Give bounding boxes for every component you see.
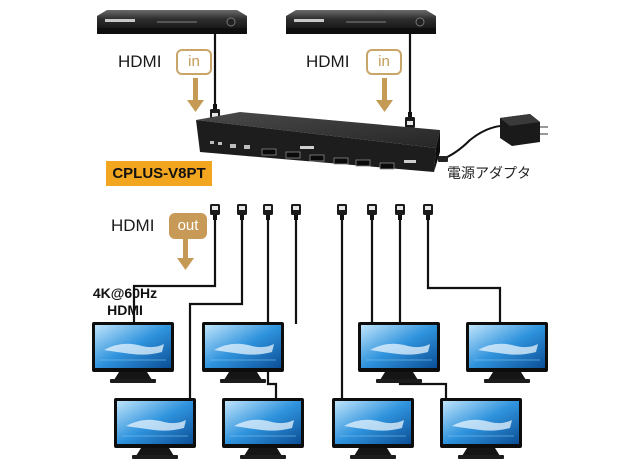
output-arrow: [177, 238, 194, 270]
hdmi-splitter-icon: [196, 112, 440, 172]
hdmi-in-left-label: HDMI: [118, 52, 162, 71]
out-tag: out: [169, 213, 207, 239]
output-cables: [132, 220, 502, 398]
monitor-8-icon: [439, 397, 523, 460]
power-adapter-icon: [438, 114, 548, 162]
monitor-7-icon: [331, 397, 415, 460]
resolution-label: 4K@60Hz HDMI: [80, 285, 170, 319]
monitor-1-icon: [91, 321, 175, 384]
power-adapter-label: 電源アダプタ: [447, 166, 531, 182]
hdmi-out-label: HDMI: [111, 216, 155, 235]
monitor-5-icon: [113, 397, 197, 460]
monitor-6-icon: [221, 397, 305, 460]
in-tag-left: in: [176, 49, 212, 75]
hdmi-connector-icon: [405, 112, 415, 128]
bluray-player-right-icon: [285, 9, 437, 35]
input-arrows: [187, 78, 393, 112]
resolution-line-1: 4K@60Hz: [92, 285, 158, 301]
resolution-line-2: HDMI: [107, 302, 143, 318]
input-cables: [213, 34, 412, 120]
bluray-player-left-icon: [96, 9, 248, 35]
monitor-4-icon: [465, 321, 549, 384]
monitors: [91, 321, 549, 460]
monitor-3-icon: [357, 321, 441, 384]
model-name-badge: CPLUS-V8PT: [106, 161, 212, 186]
output-connectors: [210, 204, 433, 220]
in-tag-right: in: [366, 49, 402, 75]
monitor-2-icon: [201, 321, 285, 384]
hdmi-in-right-label: HDMI: [306, 52, 350, 71]
